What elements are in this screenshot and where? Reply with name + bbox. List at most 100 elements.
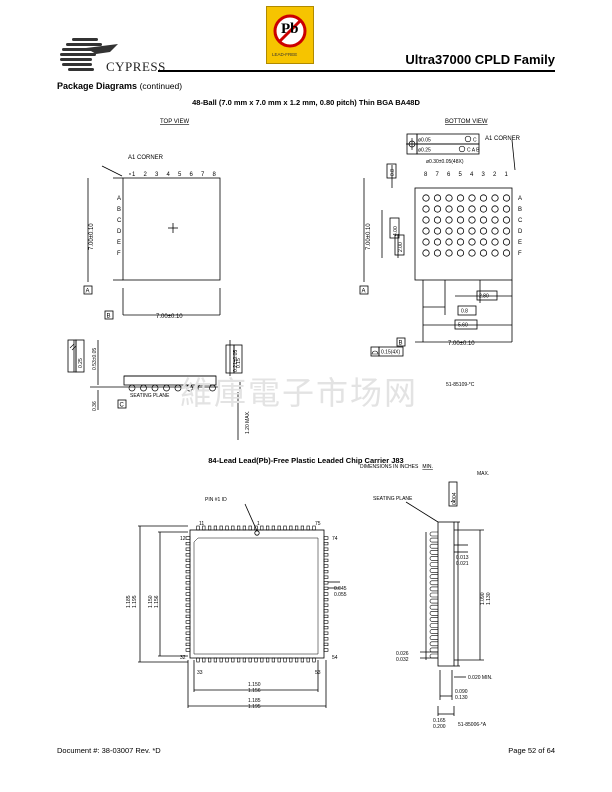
pin-12: 12 [180,536,186,542]
top-view-label: TOP VIEW [160,119,189,125]
side-lead [429,586,438,592]
solder-ball [502,194,511,202]
solder-ball [433,194,442,202]
dim-2-80: 2.80 [479,294,489,300]
plcc-seating-plane: SEATING PLANE [373,496,413,502]
top-col-label: 6 [190,172,194,178]
dim-0-8-horizontal: 0.8 [461,309,468,315]
d-0020-min: 0.020 MIN. [468,675,492,681]
lead-right [323,626,329,630]
d-0013: 0.013 [456,555,469,561]
d-1130: 1.130 [486,592,492,605]
d-0032: 0.032 [396,657,409,663]
solder-ball [479,249,488,257]
plcc-body [189,529,325,659]
lead-bottom [208,657,212,663]
side-0-15: 0.15 [236,358,242,368]
bottom-col-label: 4 [470,172,474,178]
lead-right [323,553,329,557]
plcc-ref: 51-85006-*A [458,722,487,728]
bottom-dim-side: 7.00±0.10 [366,223,372,250]
lead-top [260,525,264,531]
lead-top [266,525,270,531]
lead-bottom [219,657,223,663]
cypress-logo [60,38,118,71]
solder-ball [422,194,430,202]
lead-bottom [283,657,287,663]
solder-ball [502,205,511,213]
solder-ball [422,249,430,257]
side-1-20-max: 1.20 MAX. [245,411,251,434]
lead-right [323,581,329,585]
lead-left [185,620,191,624]
bottom-col-label: 8 [424,172,428,178]
plcc-side-leads [429,531,438,659]
solder-ball [479,238,488,246]
watermark: 維庫電子市场网 [180,374,419,412]
lead-right [323,609,329,613]
top-col-label: 8 [213,172,217,178]
tol-2: ø0.25 [418,148,431,154]
side-lead [429,598,438,604]
side-lead [429,556,438,561]
solder-ball [456,238,465,246]
side-ball [163,384,170,392]
lead-left [185,581,191,585]
side-0-21: 0.21±0.05 [233,350,239,372]
lead-top [300,525,305,531]
section-heading: Package Diagrams [57,81,138,91]
lead-right [323,536,329,540]
side-0-25: 0.25 [78,358,84,368]
lead-right [323,637,329,641]
d-0004: 0.004 [452,492,458,505]
bga-bottom-body [414,187,513,281]
solder-ball [445,227,453,235]
side-lead [429,574,438,579]
side-lead [429,543,438,549]
lead-left [185,564,191,568]
datum-c: C [120,403,125,409]
bga-diagram: TOP VIEW BOTTOM VIEW A1 CORNER A1 CORNER… [67,119,523,440]
lead-bottom [248,657,252,663]
document-number: Document #: 38-03007 Rev. *D [57,746,161,755]
top-col-label: 7 [201,172,205,178]
lead-bottom [225,657,229,663]
side-ball [209,384,216,392]
bottom-col-label: 7 [436,172,440,178]
lead-bottom [271,657,276,663]
plcc-caption: 84-Lead Lead(Pb)-Free Plastic Leaded Chi… [208,456,404,465]
lead-top [277,525,281,531]
ball-diameter: ø0.30±0.05(48X) [426,159,464,165]
dim-2-00: 2.00 [398,242,404,252]
solder-ball [433,205,442,213]
side-ball [128,384,136,392]
badge-symbol: Pb [281,21,299,37]
side-lead [429,592,438,598]
lead-top [306,525,310,531]
pin1-marker [254,530,260,536]
lead-right [323,631,329,635]
side-lead [429,604,438,610]
lead-top [254,525,258,531]
solder-ball [445,216,453,224]
side-lead [429,611,438,616]
solder-ball [433,238,442,246]
solder-ball [479,194,488,202]
lead-free-badge: Pb LEAD-FREE [266,6,314,64]
pin-74: 74 [332,536,338,542]
side-ball [197,384,205,392]
dim-0-8-vertical: 0.8 [390,169,396,176]
solder-ball [491,194,499,202]
side-lead [429,641,438,647]
top-dim-side: 7.00±0.10 [89,223,95,250]
bottom-row-label: E [518,240,522,246]
brand-name: CYPRESS [106,59,166,74]
bga-seating-plane: SEATING PLANE [130,393,170,399]
lead-bottom [254,657,258,663]
lead-bottom [289,657,293,663]
lead-top [237,525,241,531]
pin-32: 32 [180,655,186,661]
d-0165: 0.165 [433,718,446,724]
side-ball [174,384,182,392]
